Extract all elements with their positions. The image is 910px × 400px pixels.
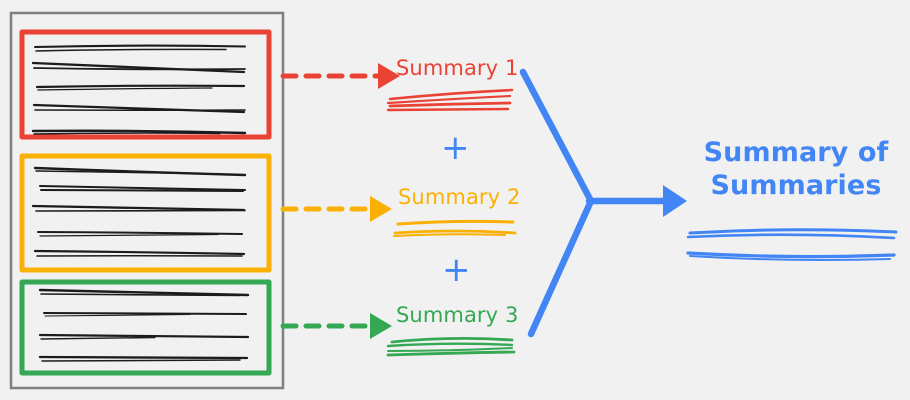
summary-2-scribble xyxy=(393,219,517,237)
summary-2-label: Summary 2 xyxy=(398,185,521,209)
summary-of-summaries-line-2: Summaries xyxy=(710,170,882,201)
chunk-1-text-lines xyxy=(31,44,247,135)
summary-3-label: Summary 3 xyxy=(396,303,519,327)
arrow-chunk-1-to-summary-1 xyxy=(280,63,400,89)
source-document-frame xyxy=(9,11,285,390)
summary-1-label: Summary 1 xyxy=(396,56,519,80)
chunk-3-text-lines xyxy=(38,288,250,362)
document-chunk-1[interactable] xyxy=(19,29,272,140)
summary-of-summaries-line-1: Summary of xyxy=(703,137,889,168)
chunk-1-border xyxy=(19,29,272,140)
plus-operator-1: + xyxy=(441,128,470,168)
summary-3-scribble xyxy=(386,337,516,357)
final-summary-scribble xyxy=(686,228,898,261)
document-chunk-3[interactable] xyxy=(19,279,272,376)
chunk-2-border xyxy=(19,153,272,273)
document-chunk-2[interactable] xyxy=(19,153,272,273)
chunk-3-border xyxy=(19,279,272,376)
merge-arrow xyxy=(519,68,687,338)
chunk-2-text-lines xyxy=(31,166,247,257)
summary-of-summaries-label: Summary of Summaries xyxy=(692,136,900,202)
summary-1-scribble xyxy=(386,88,514,112)
arrow-chunk-3-to-summary-3 xyxy=(280,313,392,339)
plus-operator-2: + xyxy=(442,250,471,290)
arrow-chunk-2-to-summary-2 xyxy=(280,196,392,222)
